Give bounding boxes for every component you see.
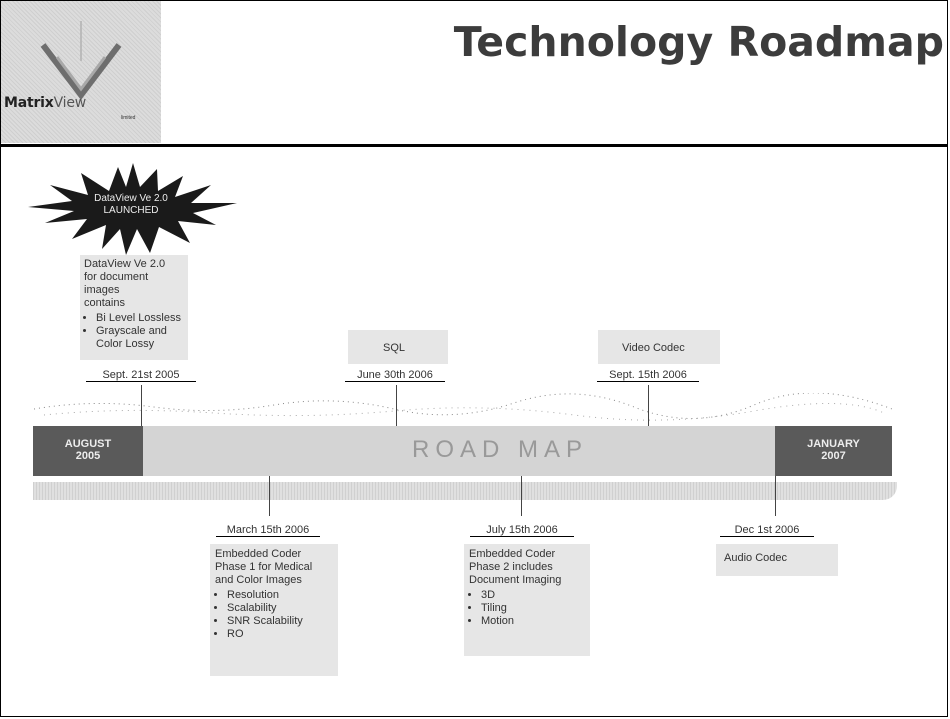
road-start: AUGUST 2005 bbox=[33, 426, 143, 476]
milestone-text-line: Embedded Coder bbox=[215, 548, 302, 560]
road-end-year: 2007 bbox=[821, 450, 846, 462]
milestone-june-2006-box: SQL bbox=[348, 330, 448, 364]
milestone-connector bbox=[269, 476, 270, 516]
milestone-date: Dec 1st 2006 bbox=[720, 524, 814, 537]
page-title: Technology Roadmap bbox=[453, 18, 944, 66]
milestone-date: Sept. 15th 2006 bbox=[597, 369, 699, 382]
milestone-text-line: DataView Ve 2.0 bbox=[84, 258, 166, 270]
bullet-item: Resolution bbox=[227, 589, 333, 602]
launch-starburst-icon bbox=[28, 163, 237, 255]
road-bar bbox=[33, 426, 892, 476]
milestone-bullets: Resolution Scalability SNR Scalability R… bbox=[215, 589, 333, 641]
milestone-text-line: Embedded Coder bbox=[469, 548, 556, 560]
milestone-connector bbox=[775, 476, 776, 516]
milestone-date: July 15th 2006 bbox=[470, 524, 574, 537]
milestone-text-line: contains bbox=[84, 297, 125, 309]
milestone-connector bbox=[141, 385, 142, 426]
road-label: ROAD MAP bbox=[411, 436, 588, 463]
milestone-july-2006-box: Embedded Coder Phase 2 includes Document… bbox=[464, 544, 590, 656]
milestone-date: March 15th 2006 bbox=[216, 524, 320, 537]
milestone-connector bbox=[396, 385, 397, 426]
bullet-item: Tiling bbox=[481, 602, 585, 615]
milestone-text-line: for document images bbox=[84, 271, 149, 296]
burst-label: DataView Ve 2.0 LAUNCHED bbox=[70, 193, 192, 217]
timeline-dotted-trail bbox=[34, 393, 892, 421]
milestone-text-line: Phase 2 includes bbox=[469, 561, 553, 573]
logo-name-light: View bbox=[53, 95, 87, 111]
milestone-date: June 30th 2006 bbox=[345, 369, 445, 382]
milestone-bullets: Bi Level Lossless Grayscale and Color Lo… bbox=[84, 312, 184, 351]
logo: MatrixView limited bbox=[1, 1, 161, 143]
road-ground bbox=[33, 482, 897, 500]
road-end: JANUARY 2007 bbox=[775, 426, 892, 476]
logo-wordmark: MatrixView bbox=[4, 95, 86, 111]
road-start-year: 2005 bbox=[75, 450, 101, 462]
milestone-text-line: Phase 1 for Medical bbox=[215, 561, 313, 573]
bullet-item: RO bbox=[227, 628, 333, 641]
road-start-month: AUGUST bbox=[64, 438, 112, 450]
milestone-sept-2005-box: DataView Ve 2.0 for document images cont… bbox=[80, 255, 188, 360]
matrixview-logo-icon bbox=[40, 21, 122, 100]
milestone-text-line: SQL bbox=[383, 342, 406, 354]
bullet-item: Scalability bbox=[227, 602, 333, 615]
milestone-date: Sept. 21st 2005 bbox=[86, 369, 196, 382]
milestone-text-line: Document Imaging bbox=[469, 574, 562, 586]
bullet-item: Grayscale and Color Lossy bbox=[96, 325, 184, 351]
milestone-dec-2006-box: Audio Codec bbox=[716, 544, 838, 576]
logo-tagline: limited bbox=[121, 115, 136, 121]
title-divider bbox=[0, 144, 948, 147]
milestone-bullets: 3D Tiling Motion bbox=[469, 589, 585, 628]
milestone-connector bbox=[521, 476, 522, 516]
road-end-month: JANUARY bbox=[807, 438, 860, 450]
burst-line-1: DataView Ve 2.0 bbox=[94, 193, 168, 204]
milestone-text-line: Audio Codec bbox=[724, 552, 787, 564]
bullet-item: SNR Scalability bbox=[227, 615, 333, 628]
milestone-sept-2006-box: Video Codec bbox=[598, 330, 720, 364]
milestone-connector bbox=[648, 385, 649, 426]
milestone-text-line: Video Codec bbox=[622, 342, 685, 354]
burst-line-2: LAUNCHED bbox=[103, 205, 159, 216]
bullet-item: 3D bbox=[481, 589, 585, 602]
bullet-item: Bi Level Lossless bbox=[96, 312, 184, 325]
logo-name-bold: Matrix bbox=[4, 95, 54, 111]
milestone-text-line: and Color Images bbox=[215, 574, 302, 586]
bullet-item: Motion bbox=[481, 615, 585, 628]
milestone-march-2006-box: Embedded Coder Phase 1 for Medical and C… bbox=[210, 544, 338, 676]
